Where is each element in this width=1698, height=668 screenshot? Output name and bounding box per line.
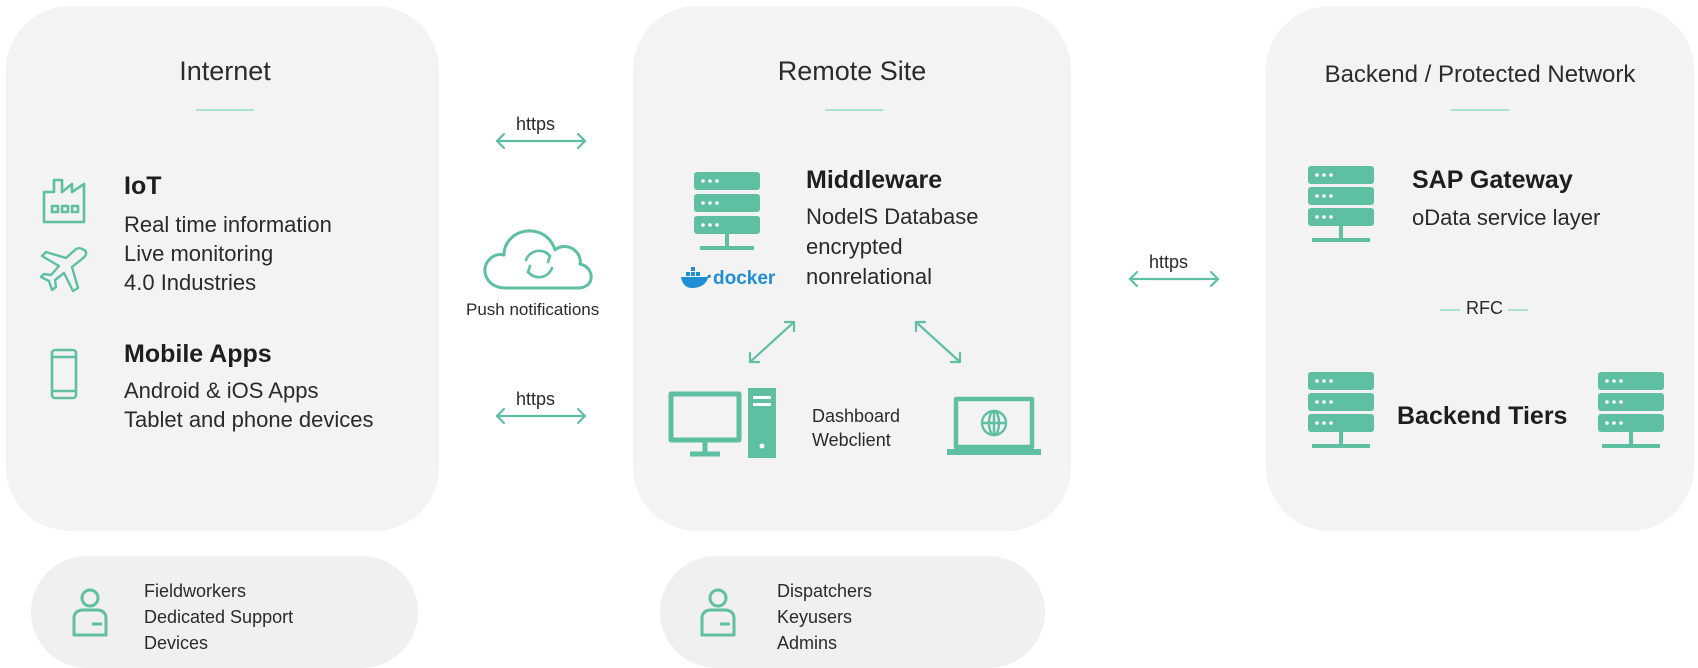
user-group-line: Dispatchers	[777, 581, 873, 601]
middleware-line: encrypted	[806, 234, 903, 259]
sap-gateway-description: oData service layer	[1412, 205, 1601, 230]
docker-logo-text: docker	[713, 268, 776, 289]
remote-site-title: Remote Site	[777, 56, 927, 86]
backend-title: Backend / Protected Network	[1324, 61, 1636, 88]
mobile-apps-description: Android & iOS Apps Tablet and phone devi…	[124, 376, 374, 434]
internet-title-underline	[196, 109, 254, 111]
phone-icon	[50, 348, 78, 400]
remote-title-underline	[825, 109, 883, 111]
middleware-line: nonrelational	[806, 264, 932, 289]
user-group-line: Fieldworkers	[144, 581, 247, 601]
iot-line: 4.0 Industries	[124, 270, 257, 295]
https-label-bottom: https	[516, 389, 556, 409]
push-notifications-label: Push notifications	[466, 300, 600, 319]
airplane-icon	[39, 246, 88, 293]
iot-description: Real time information Live monitoring 4.…	[124, 210, 332, 297]
docker-whale-icon	[681, 267, 711, 288]
office-users-box	[660, 556, 1045, 668]
server-icon	[1308, 372, 1374, 448]
diagonal-arrow-icon	[748, 320, 796, 364]
mobile-line: Tablet and phone devices	[124, 407, 374, 432]
user-icon	[700, 588, 736, 637]
dashboard-line: Dashboard	[812, 406, 901, 426]
office-users-list: Dispatchers Keyusers Admins	[777, 578, 872, 656]
dashboard-label: Dashboard Webclient	[812, 404, 900, 452]
rfc-left-line	[1440, 309, 1460, 311]
diagonal-arrow-icon	[914, 320, 962, 364]
middleware-heading: Middleware	[806, 166, 943, 194]
double-arrow-icon	[495, 407, 587, 425]
https-label-top: https	[516, 114, 556, 134]
backend-title-underline	[1451, 109, 1509, 111]
user-group-line: Dedicated Support	[144, 607, 294, 627]
desktop-computer-icon	[668, 388, 776, 458]
iot-line: Real time information	[124, 212, 332, 237]
laptop-web-icon	[947, 396, 1041, 455]
backend-tiers-label: Backend Tiers	[1397, 402, 1568, 430]
user-icon	[72, 588, 108, 637]
user-group-line: Keyusers	[777, 607, 853, 627]
user-group-line: Admins	[777, 633, 838, 653]
server-icon	[1598, 372, 1664, 448]
cloud-sync-icon	[483, 229, 593, 290]
double-arrow-icon	[495, 132, 587, 150]
dashboard-line: Webclient	[812, 430, 891, 450]
mobile-apps-heading: Mobile Apps	[124, 340, 272, 368]
iot-heading: IoT	[124, 172, 162, 200]
middleware-description: NodelS Database encrypted nonrelational	[806, 202, 978, 292]
mobile-line: Android & iOS Apps	[124, 378, 319, 403]
internet-panel	[6, 6, 439, 531]
https-label-right: https	[1149, 252, 1189, 272]
rfc-label: RFC	[1466, 298, 1503, 318]
double-arrow-icon	[1128, 270, 1220, 288]
internet-title: Internet	[179, 56, 271, 86]
field-users-box	[31, 556, 418, 668]
server-icon	[1308, 166, 1374, 242]
sap-gateway-heading: SAP Gateway	[1412, 166, 1573, 194]
middleware-line: NodelS Database	[806, 204, 979, 229]
backend-panel	[1266, 6, 1694, 531]
rfc-right-line	[1508, 309, 1528, 311]
field-users-list: Fieldworkers Dedicated Support Devices	[144, 578, 293, 656]
server-icon	[694, 172, 760, 250]
factory-icon	[42, 178, 86, 224]
iot-line: Live monitoring	[124, 241, 274, 266]
user-group-line: Devices	[144, 633, 209, 653]
